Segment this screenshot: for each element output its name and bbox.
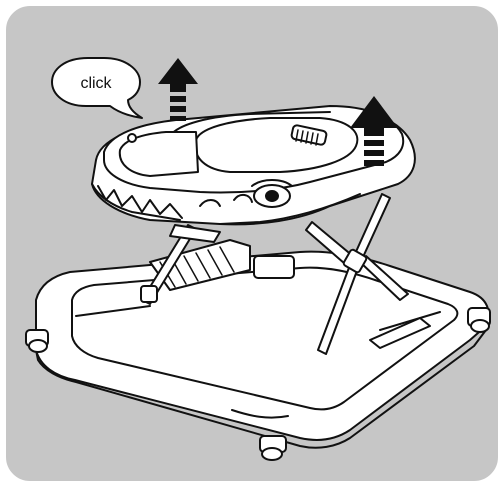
caster-wheel-left [26, 330, 48, 352]
callout-label: click [80, 75, 112, 92]
caster-wheel-right [468, 308, 490, 332]
hinge-joint-left [141, 286, 157, 302]
rear-latch [254, 256, 294, 278]
toy-button [128, 134, 136, 142]
croc-eye-pupil [266, 191, 278, 201]
caster-wheel-front [260, 436, 286, 460]
